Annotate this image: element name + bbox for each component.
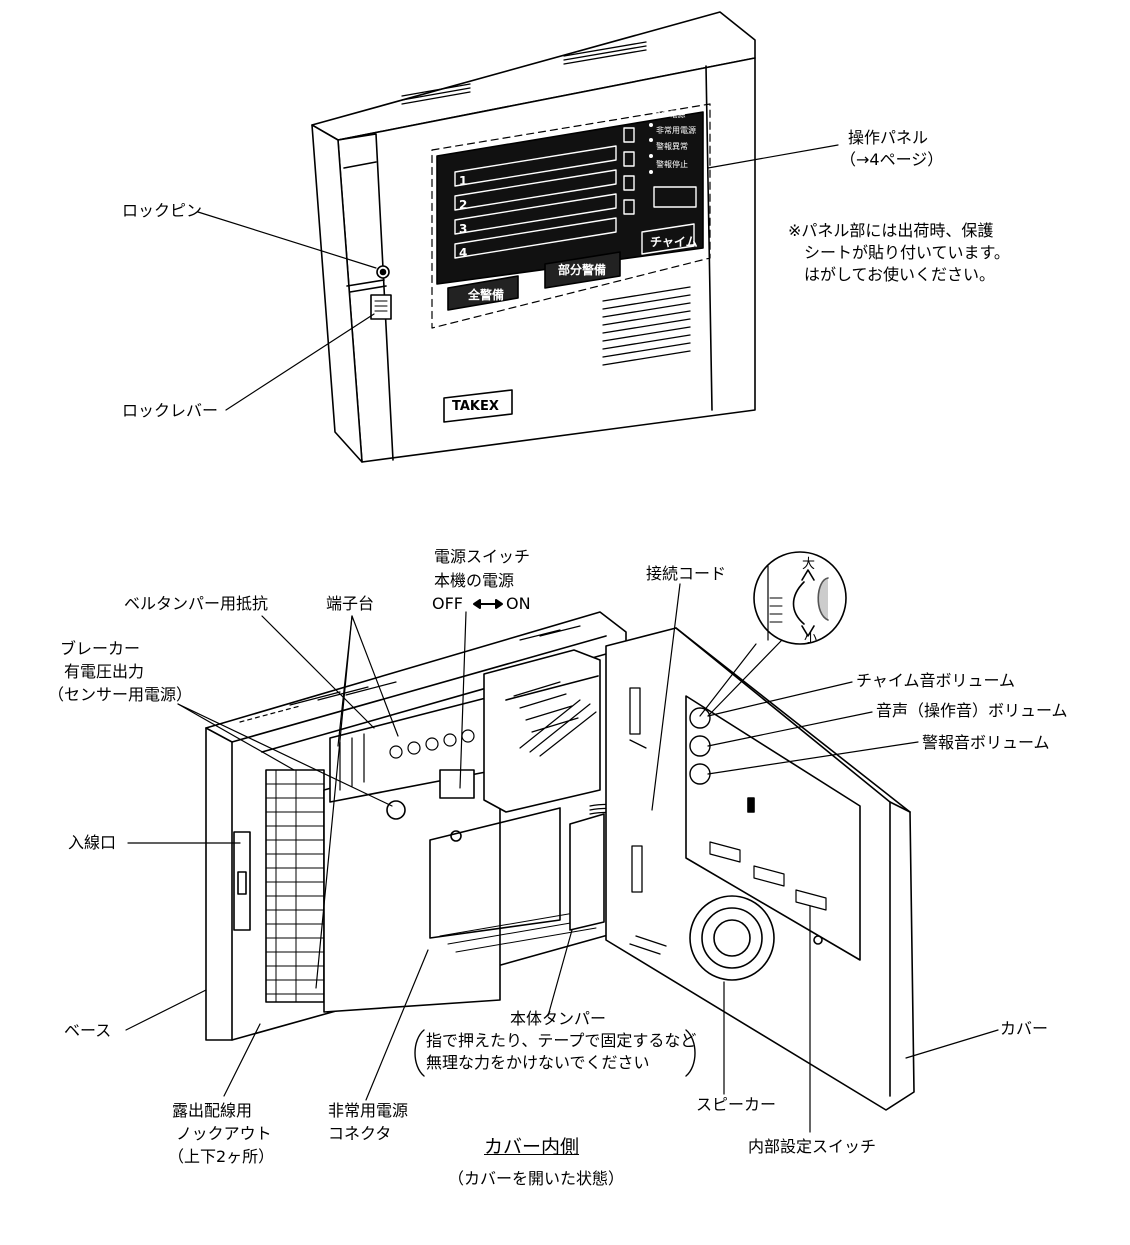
knockout-sub-label: ノックアウト xyxy=(176,1124,272,1143)
zone-2-label: 2 xyxy=(459,198,468,212)
power-off-label: OFF xyxy=(432,594,463,613)
led-alarm-error: 警報異常 xyxy=(656,142,688,151)
panel-ref-label: （→4ページ） xyxy=(840,150,944,169)
tamper-title-label: 本体タンパー xyxy=(510,1009,607,1028)
lock-lever-label: ロックレバー xyxy=(122,401,219,420)
caption-subtitle: （カバーを開いた状態） xyxy=(448,1169,625,1188)
open-unit-drawing xyxy=(205,611,915,1111)
tamper-note-2: 無理な力をかけないでください xyxy=(426,1053,650,1072)
dip-switch-label: 内部設定スイッチ xyxy=(748,1137,877,1156)
note-line-1: ※パネル部には出荷時、保護 xyxy=(788,221,994,240)
connect-cord-label: 接続コード xyxy=(646,564,727,583)
volume-small-label: 小 xyxy=(804,631,818,646)
volume-big-label: 大 xyxy=(802,557,816,572)
note-line-3: はがしてお使いください。 xyxy=(804,265,996,284)
breaker-output-label: 有電圧出力 xyxy=(64,662,145,681)
alarm-volume-label: 警報音ボリューム xyxy=(922,733,1050,752)
led-alarm-stop: 警報停止 xyxy=(656,160,688,169)
led-emergency-power: 非常用電源 xyxy=(656,126,696,135)
volume-detail xyxy=(699,551,847,717)
brand-logo: TAKEX xyxy=(452,399,499,414)
top-leader-lines xyxy=(197,144,839,411)
base-label: ベース xyxy=(64,1021,112,1040)
caption-title: カバー内側 xyxy=(484,1136,580,1158)
off-on-arrow xyxy=(473,599,503,609)
panel-title-label: 操作パネル xyxy=(848,128,929,147)
zone-3-label: 3 xyxy=(459,222,468,236)
inlet-label: 入線口 xyxy=(68,833,117,852)
closed-unit-drawing xyxy=(311,11,756,463)
bell-resistor-label: ベルタンパー用抵抗 xyxy=(124,594,269,613)
partial-arm-button: 部分警備 xyxy=(558,263,607,277)
full-arm-button: 全警備 xyxy=(468,288,505,302)
terminal-block-label: 端子台 xyxy=(326,594,375,613)
power-switch-sub-label: 本機の電源 xyxy=(434,571,515,590)
speaker-label: スピーカー xyxy=(696,1095,777,1114)
breaker-sensor-label: （センサー用電源） xyxy=(48,685,193,704)
emergency-connector-sub-label: コネクタ xyxy=(328,1124,392,1143)
tamper-note-1: 指で押えたり、テープで固定するなど xyxy=(426,1031,697,1050)
chime-button: チャイム xyxy=(650,235,698,249)
breaker-label: ブレーカー xyxy=(60,639,141,658)
emergency-connector-label: 非常用電源 xyxy=(328,1101,409,1120)
chime-volume-label: チャイム音ボリューム xyxy=(856,671,1016,690)
knockout-label: 露出配線用 xyxy=(172,1101,253,1120)
note-line-2: シートが貼り付いています。 xyxy=(804,243,1010,262)
lock-pin-label: ロックピン xyxy=(122,201,203,220)
power-on-label: ON xyxy=(506,594,531,613)
zone-4-label: 4 xyxy=(459,246,468,260)
voice-volume-label: 音声（操作音）ボリューム xyxy=(876,701,1068,720)
knockout-count-label: （上下2ヶ所） xyxy=(168,1147,275,1166)
led-ac-power: AC 電源 xyxy=(656,110,686,119)
zone-1-label: 1 xyxy=(459,174,468,188)
bottom-leader-lines xyxy=(125,583,999,1133)
power-switch-label: 電源スイッチ xyxy=(434,547,531,566)
cover-label: カバー xyxy=(1000,1019,1049,1038)
